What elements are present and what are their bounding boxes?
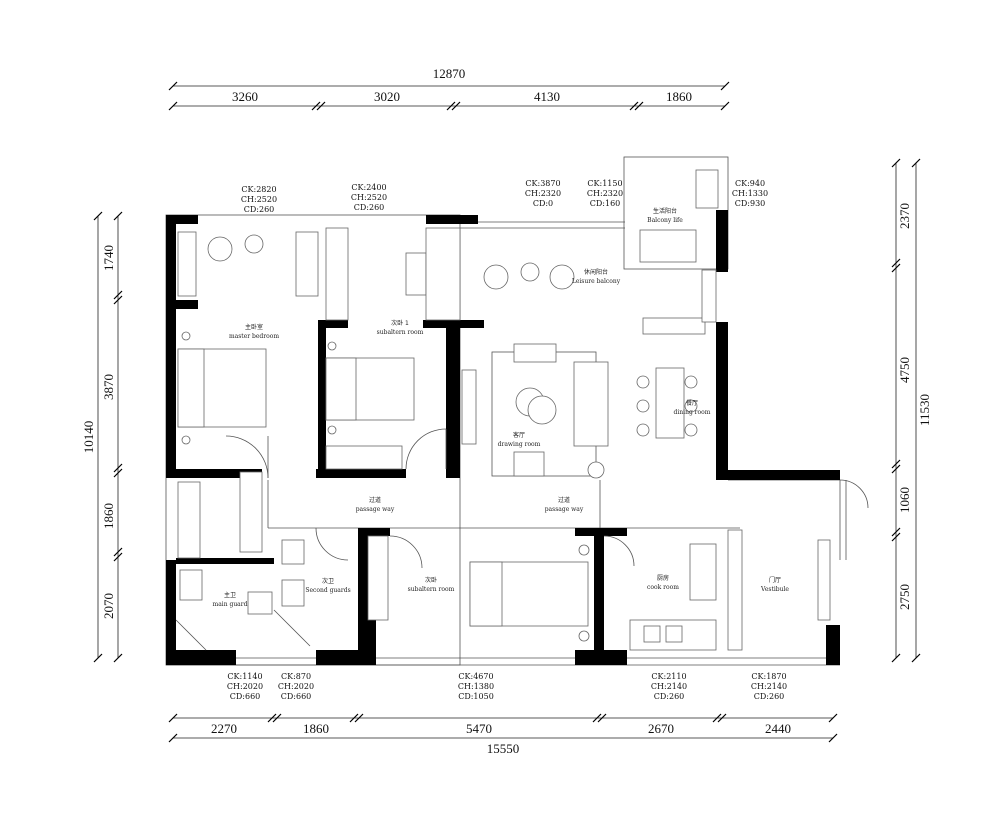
room-passage-2-cn: 过道 (558, 496, 570, 504)
room-main-guard-en: main guard (213, 601, 248, 608)
note-bottom-1-cd: CD:660 (230, 692, 261, 701)
left-dimensions: 10140 1740 3870 1860 2070 (81, 211, 123, 663)
note-top-1-cd: CD:260 (244, 205, 275, 214)
note-top-1-ch: CH:2520 (241, 195, 277, 204)
room-master-bedroom-en: master bedroom (229, 333, 279, 340)
room-dining-room-en: dining room (674, 409, 711, 416)
note-bottom-2-cd: CD:660 (281, 692, 312, 701)
bottom-dim-4: 2670 (648, 721, 674, 736)
bottom-dim-1: 2270 (211, 721, 237, 736)
room-master-bedroom-cn: 主卧室 (245, 323, 263, 331)
note-top-2-cd: CD:260 (354, 203, 385, 212)
room-passage-2-en: passage way (545, 506, 584, 513)
bottom-dim-2: 1860 (303, 721, 329, 736)
note-bottom-4-ch: CH:2140 (651, 682, 687, 691)
note-top-2-ch: CH:2520 (351, 193, 387, 202)
right-total-dim: 11530 (917, 394, 932, 426)
room-balcony-life-cn: 生活阳台 (653, 207, 677, 215)
furniture (175, 169, 831, 651)
note-bottom-1-ch: CH:2020 (227, 682, 263, 691)
window-notes-top: CK:2820 CH:2520 CD:260 CK:2400 CH:2520 C… (241, 179, 768, 214)
room-subaltern-1-en: subaltern room (377, 329, 424, 336)
note-bottom-5-ch: CH:2140 (751, 682, 787, 691)
room-leisure-balcony-cn: 休闲阳台 (584, 268, 608, 276)
bottom-dim-3: 5470 (466, 721, 492, 736)
room-cook-room-en: cook room (647, 584, 679, 591)
walls (166, 210, 840, 665)
top-total-dim: 12870 (433, 66, 466, 81)
note-bottom-1-ck: CK:1140 (227, 672, 262, 681)
room-balcony-life-en: Balcony life (647, 217, 683, 224)
room-labels: 主卧室 master bedroom 次卧 1 subaltern room 休… (213, 207, 790, 608)
right-dim-1: 2370 (897, 203, 912, 229)
left-dim-1: 1740 (101, 245, 116, 271)
room-cook-room-cn: 厨房 (657, 574, 669, 582)
room-leisure-balcony-en: Leisure balcony (572, 278, 621, 285)
note-top-5-ck: CK:940 (735, 179, 765, 188)
room-passage-1-cn: 过道 (369, 496, 381, 504)
bottom-dimensions: 2270 1860 5470 2670 2440 15550 (168, 713, 838, 756)
room-subaltern-2-cn: 次卧 (425, 576, 437, 584)
bottom-total-dim: 15550 (487, 741, 520, 756)
note-bottom-5-ck: CK:1870 (751, 672, 786, 681)
right-dim-4: 2750 (897, 584, 912, 610)
note-bottom-2-ck: CK:870 (281, 672, 311, 681)
note-top-3-ck: CK:3870 (525, 179, 560, 188)
note-bottom-3-ch: CH:1380 (458, 682, 494, 691)
room-vestibule-en: Vestibule (760, 586, 789, 593)
note-bottom-2-ch: CH:2020 (278, 682, 314, 691)
room-dining-room-cn: 餐厅 (686, 399, 698, 407)
left-dim-3: 1860 (101, 503, 116, 529)
left-total-dim: 10140 (81, 421, 96, 454)
top-dim-2: 3020 (374, 89, 400, 104)
room-passage-1-en: passage way (356, 506, 395, 513)
note-top-1-ck: CK:2820 (241, 185, 276, 194)
top-dim-4: 1860 (666, 89, 692, 104)
room-drawing-room-en: drawing room (498, 441, 541, 448)
room-subaltern-1-cn: 次卧 1 (391, 319, 409, 327)
room-drawing-room-cn: 客厅 (513, 431, 525, 439)
note-bottom-3-cd: CD:1050 (458, 692, 494, 701)
note-top-4-ck: CK:1150 (587, 179, 622, 188)
room-second-guards-cn: 次卫 (322, 577, 334, 585)
room-subaltern-2-en: subaltern room (408, 586, 455, 593)
top-dim-3: 4130 (534, 89, 560, 104)
note-top-4-ch: CH:2320 (587, 189, 623, 198)
note-top-3-ch: CH:2320 (525, 189, 561, 198)
note-top-2-ck: CK:2400 (351, 183, 386, 192)
top-dimensions: 12870 3260 3020 4130 1860 (168, 66, 730, 111)
room-second-guards-en: Second guards (305, 587, 350, 594)
note-bottom-5-cd: CD:260 (754, 692, 785, 701)
note-bottom-4-cd: CD:260 (654, 692, 685, 701)
note-bottom-4-ck: CK:2110 (651, 672, 686, 681)
top-dim-1: 3260 (232, 89, 258, 104)
note-top-5-cd: CD:930 (735, 199, 766, 208)
left-dim-2: 3870 (101, 374, 116, 400)
bottom-dim-5: 2440 (765, 721, 791, 736)
note-top-5-ch: CH:1330 (732, 189, 768, 198)
window-notes-bottom: CK:1140 CH:2020 CD:660 CK:870 CH:2020 CD… (227, 672, 787, 701)
left-dim-4: 2070 (101, 593, 116, 619)
right-dim-3: 1060 (897, 487, 912, 513)
note-top-3-cd: CD:0 (533, 199, 553, 208)
room-main-guard-cn: 主卫 (224, 591, 236, 599)
note-bottom-3-ck: CK:4670 (458, 672, 493, 681)
right-dim-2: 4750 (897, 357, 912, 383)
room-vestibule-cn: 门厅 (769, 576, 781, 584)
note-top-4-cd: CD:160 (590, 199, 621, 208)
right-dimensions: 2370 4750 1060 2750 11530 (891, 158, 932, 663)
door-swings (225, 428, 869, 569)
